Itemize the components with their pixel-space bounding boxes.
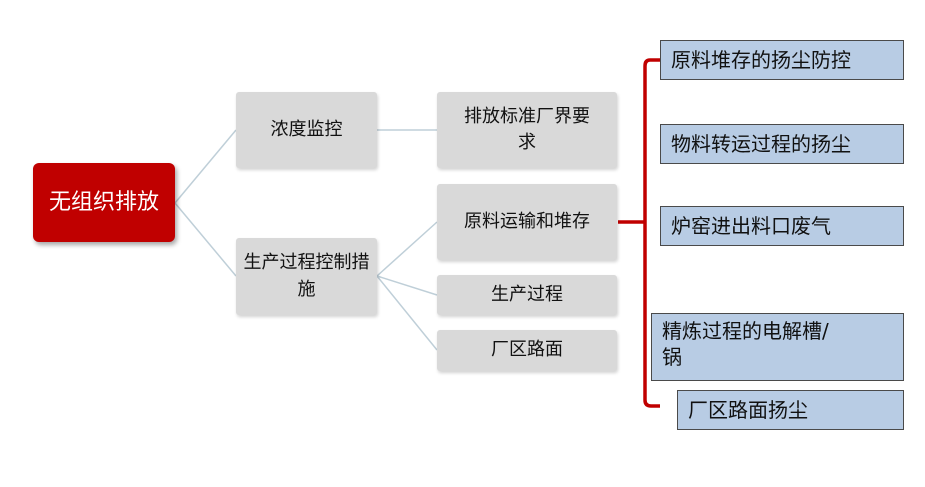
leaf-storage-dust-control: 原料堆存的扬尘防控 — [660, 40, 904, 80]
node-process-control-measures: 生产过程控制措施 — [236, 238, 377, 315]
leaf-kiln-exhaust: 炉窑进出料口废气 — [660, 206, 904, 246]
connector-process-to-transport — [376, 221, 438, 277]
node-production-process: 生产过程 — [437, 275, 617, 315]
connector-process-to-road — [376, 275, 438, 351]
node-plant-road: 厂区路面 — [437, 330, 617, 371]
connector-process-to-production — [376, 275, 438, 296]
node-emission-standard-boundary: 排放标准厂界要求 — [437, 92, 617, 168]
leaf-refining-electrolytic-cell: 精炼过程的电解槽/锅 — [651, 313, 904, 381]
leaf-transfer-dust: 物料转运过程的扬尘 — [660, 124, 904, 164]
node-material-transport-storage: 原料运输和堆存 — [437, 184, 617, 260]
node-concentration-monitoring: 浓度监控 — [236, 92, 377, 168]
connector-root-to-process — [174, 202, 237, 277]
leaf-road-dust: 厂区路面扬尘 — [677, 390, 904, 430]
connector-root-to-concentration — [174, 129, 237, 204]
leaf-bracket — [618, 58, 660, 408]
root-node: 无组织排放 — [33, 163, 175, 242]
